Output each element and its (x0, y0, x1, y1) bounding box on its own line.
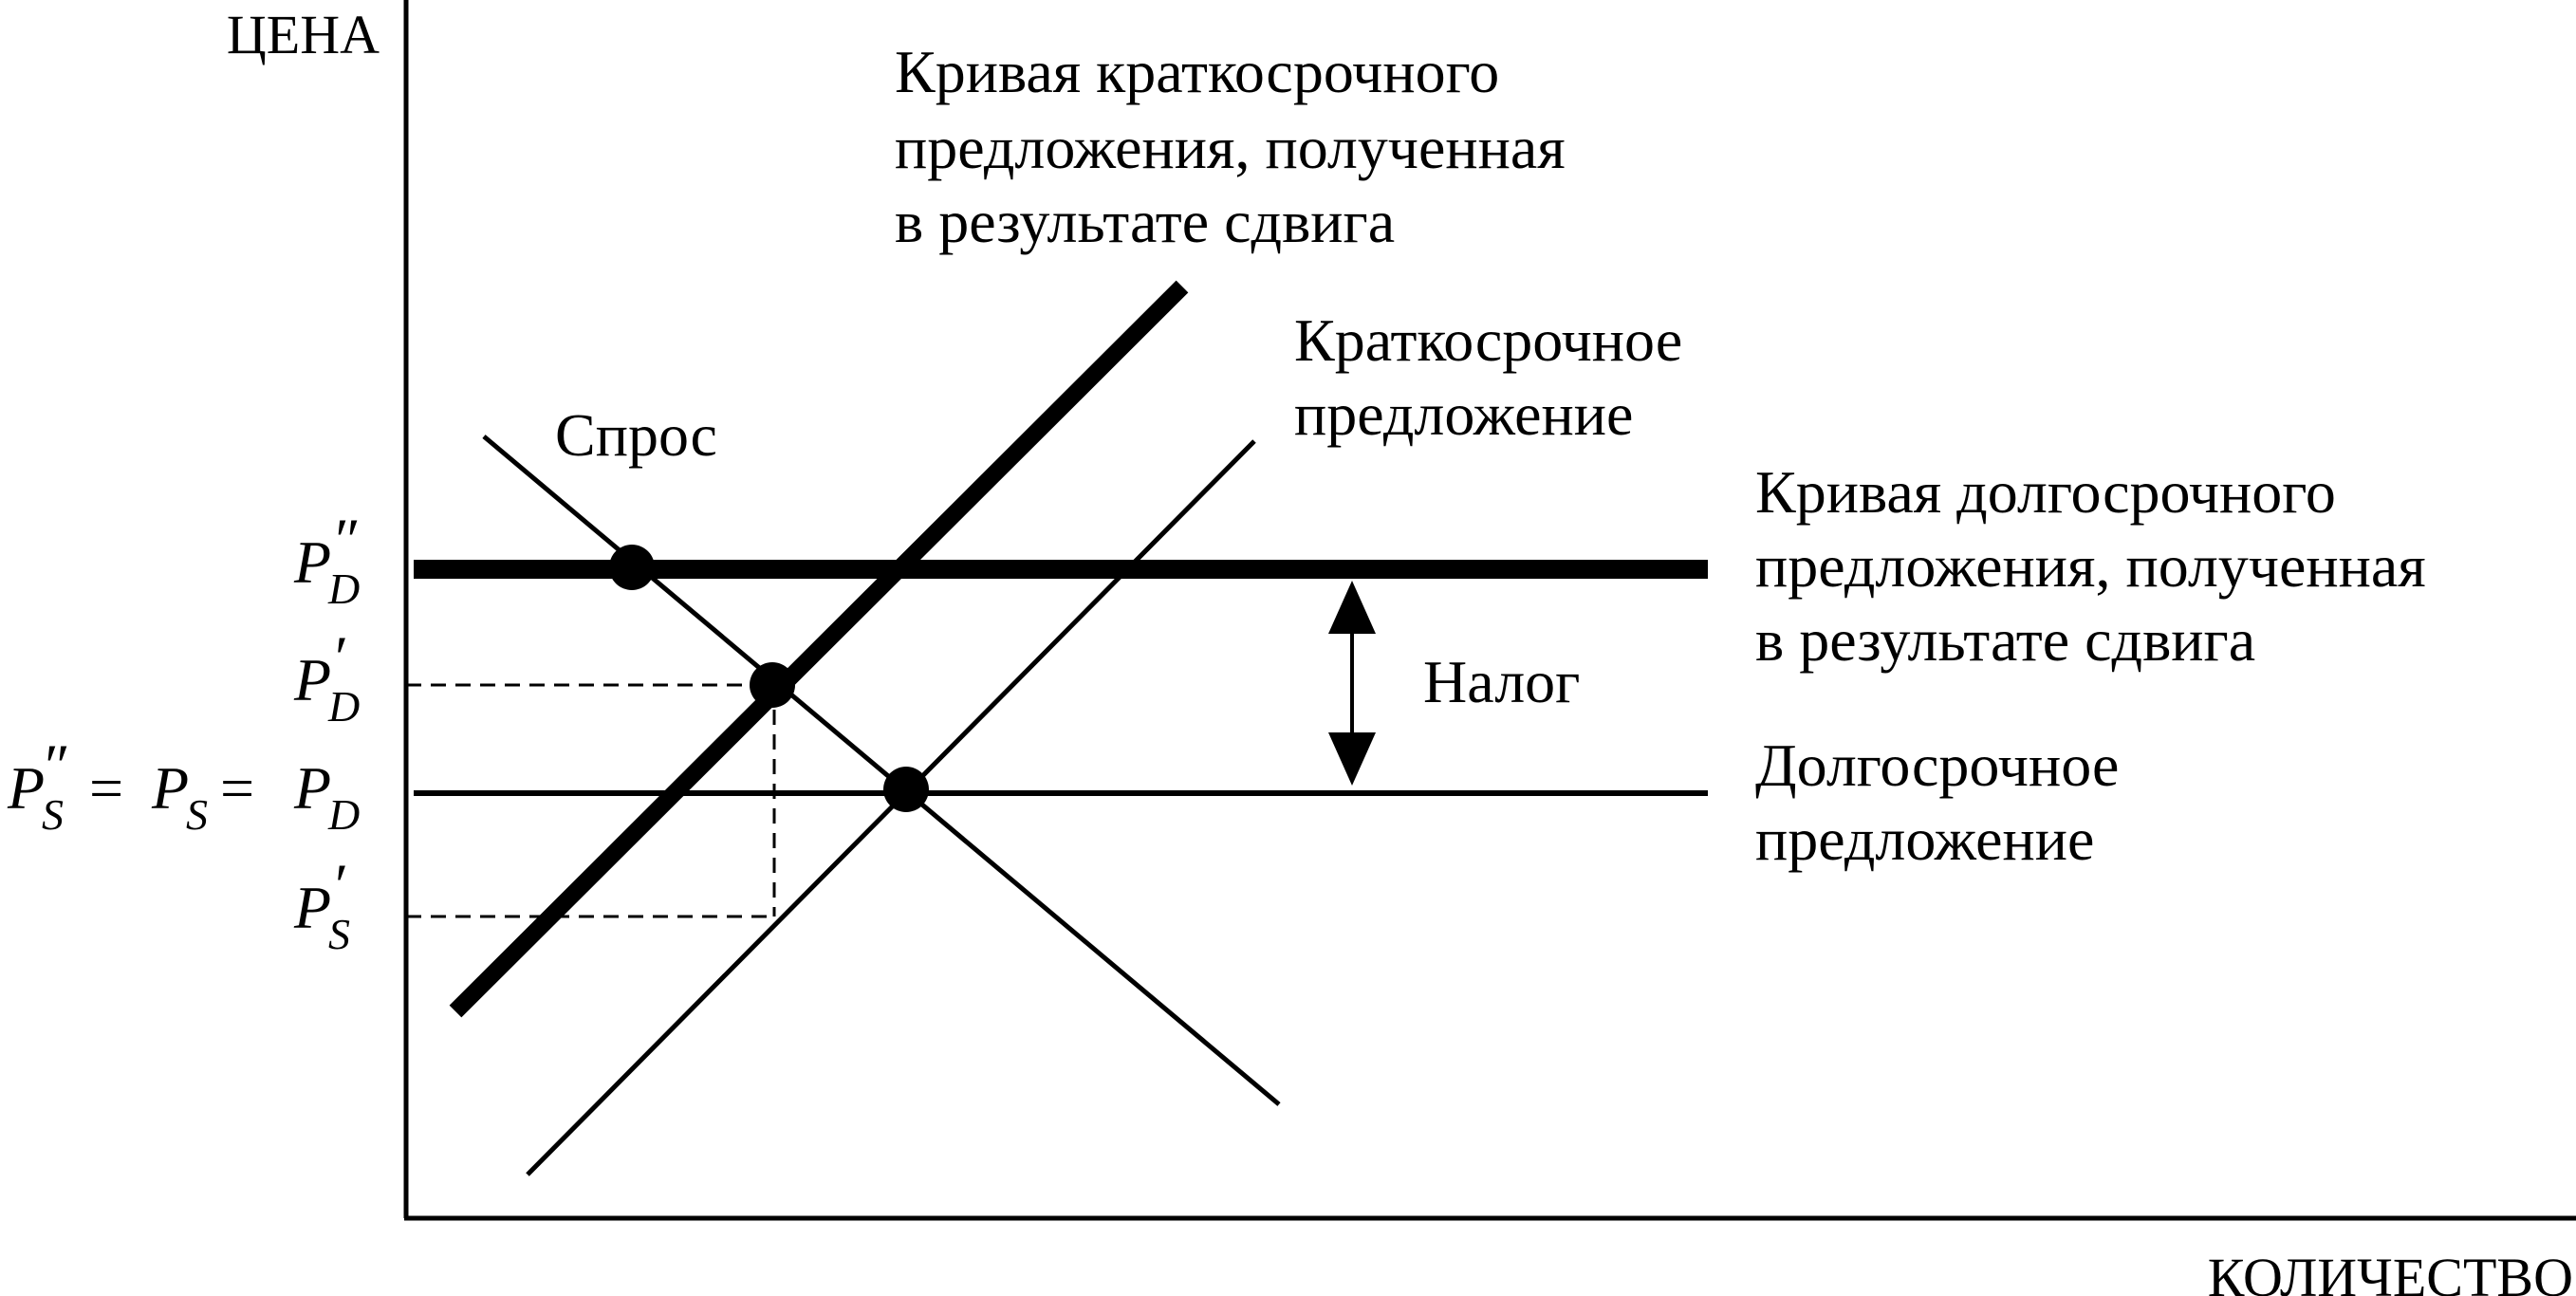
pd-double-base: P (293, 528, 331, 596)
y-axis-label: ЦЕНА (227, 4, 380, 65)
pd-single-base: P (293, 646, 331, 713)
long-run-supply-shifted-label-line-3: в результате сдвига (1755, 606, 2255, 674)
short-run-supply-shifted-label-line-3: в результате сдвига (895, 188, 1395, 255)
short-run-supply-shifted-label: Кривая краткосрочного предложения, получ… (895, 38, 1581, 255)
long-run-supply-shifted-label-line-1: Кривая долгосрочного (1755, 458, 2336, 526)
ps-single-base: P (293, 874, 331, 941)
eq-sign-2: = (220, 754, 269, 822)
demand-label: Спрос (555, 401, 717, 469)
price-label-equilibrium: P″S = PS= PD (7, 731, 360, 839)
eq-b-sub: S (186, 790, 208, 839)
price-label-pd-double: P″D (293, 506, 360, 613)
eq-c-base: P (293, 754, 331, 822)
eq-a-sub: S (42, 790, 64, 839)
eq-c-sub: D (327, 790, 360, 839)
short-run-supply-label: Краткосрочное предложение (1294, 306, 1697, 448)
eq-a-prime: ″ (45, 731, 70, 799)
eq-a-base: P (7, 754, 45, 822)
long-run-supply-shifted-label-line-2: предложения, полученная (1755, 532, 2426, 600)
short-run-supply-line (526, 439, 1256, 1176)
price-label-pd-single: P′D (293, 623, 360, 731)
demand-line (482, 435, 1281, 1106)
short-run-supply-label-line-1: Краткосрочное (1294, 306, 1682, 374)
ps-single-prime: ′ (331, 851, 345, 918)
equilibrium-point-short-run (750, 662, 795, 708)
price-label-ps-single: P′S (293, 851, 350, 958)
short-run-supply-shifted-label-line-2: предложения, полученная (895, 114, 1566, 181)
short-run-supply-shifted-label-line-1: Кривая краткосрочного (895, 38, 1499, 105)
pd-single-prime: ′ (331, 623, 345, 691)
equilibrium-point-long-run (609, 545, 655, 590)
tax-arrow-down-head (1328, 732, 1376, 786)
short-run-supply-label-line-2: предложение (1294, 380, 1633, 448)
x-axis-label: КОЛИЧЕСТВО (2208, 1247, 2573, 1296)
tax-arrow-up-head (1328, 581, 1376, 634)
equilibrium-point-initial (883, 767, 929, 812)
tax-label: Налог (1423, 648, 1580, 715)
long-run-supply-shifted-label: Кривая долгосрочного предложения, получе… (1755, 458, 2441, 674)
long-run-supply-label-line-2: предложение (1755, 805, 2094, 873)
pd-double-prime: ″ (331, 506, 358, 573)
short-run-supply-shifted-line (449, 280, 1189, 1018)
pd-double-sub: D (327, 565, 360, 613)
ps-single-sub: S (328, 910, 350, 958)
long-run-supply-label-line-1: Долгосрочное (1755, 731, 2119, 799)
eq-sign-1: = (74, 754, 139, 822)
long-run-supply-label: Долгосрочное предложение (1755, 731, 2134, 873)
pd-single-sub: D (327, 682, 360, 731)
eq-b-base: P (151, 754, 189, 822)
